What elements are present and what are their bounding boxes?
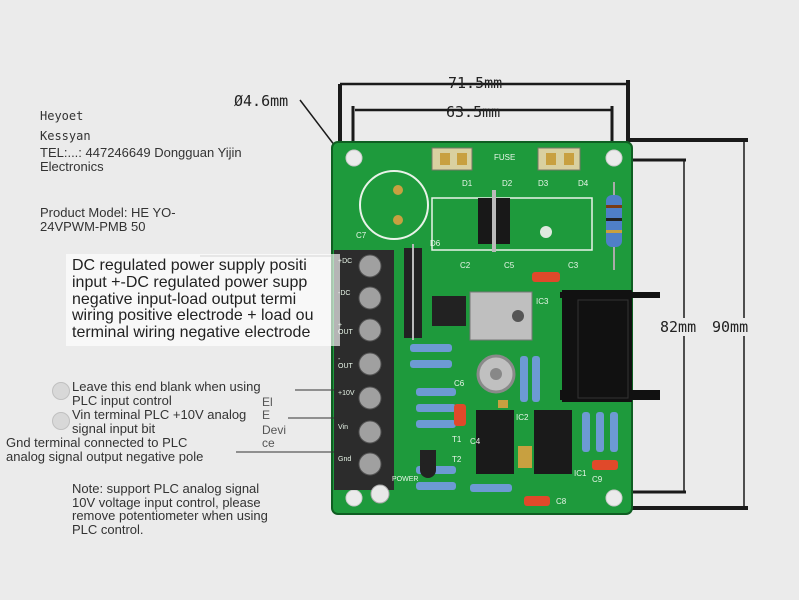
c6-label: C6	[454, 379, 465, 388]
inner-width-label: 63.5mm	[446, 103, 501, 121]
regulator-heatsink	[432, 290, 660, 402]
power-label: POWER	[392, 476, 419, 483]
ic2-label: IC2	[516, 413, 529, 422]
inner-height-label: 82mm	[660, 318, 697, 336]
c5-label: C5	[504, 261, 515, 270]
brand-sub: Kessyan	[40, 129, 91, 143]
description-backdrop	[66, 254, 340, 346]
description-text: DC regulated power supply positi input +…	[72, 257, 314, 342]
power-led	[370, 484, 390, 504]
device-label-a: El E	[262, 395, 273, 422]
d1-label: D1	[462, 179, 473, 188]
leave-blank-note: Leave this end blank when using PLC inpu…	[72, 379, 261, 408]
outer-width-label: 71.5mm	[448, 74, 503, 92]
plc-note: Note: support PLC analog signal 10V volt…	[72, 481, 268, 537]
rectifier-area	[431, 190, 593, 252]
gnd-terminal-note: Gnd terminal connected to PLC analog sig…	[6, 435, 204, 464]
terminal-label: Vin	[338, 424, 348, 431]
brand-name: Heyoet	[40, 109, 84, 123]
device-label-b: Devi ce	[262, 423, 287, 450]
d6-label: D6	[430, 239, 441, 248]
fuse-label: FUSE	[494, 153, 516, 162]
c3-label: C3	[568, 261, 579, 270]
c4-label: C4	[470, 437, 481, 446]
vin-bullet	[52, 412, 70, 430]
vin-terminal-note: Vin terminal PLC +10V analog signal inpu…	[72, 407, 247, 436]
capacitor-footprint	[359, 170, 429, 240]
terminal-label: - OUT	[338, 356, 353, 371]
t2-label: T2	[452, 455, 462, 464]
small-capacitors	[454, 272, 618, 506]
annotation-lines	[236, 389, 334, 453]
resistor-top	[606, 182, 622, 270]
ics	[476, 400, 572, 474]
d2-label: D2	[502, 179, 513, 188]
d3-label: D3	[538, 179, 549, 188]
terminal-label: Gnd	[338, 456, 352, 463]
ic3-label: IC3	[536, 297, 549, 306]
terminal-label: + OUT	[338, 322, 353, 337]
contact-info: TEL:...: 447246649 Dongguan Yijin Electr…	[40, 145, 242, 174]
fuse-pads	[431, 147, 581, 171]
c7-label: C7	[356, 231, 367, 240]
resistor-rows	[410, 344, 618, 492]
hole-diameter-label: Ø4.6mm	[234, 92, 289, 110]
terminal-strip	[334, 244, 422, 490]
electrolytic-capacitor	[476, 354, 516, 394]
d4-label: D4	[578, 179, 589, 188]
ic1-label: IC1	[574, 469, 587, 478]
c9-label: C9	[592, 475, 603, 484]
blank-end-bullet	[52, 382, 70, 400]
transistors	[420, 450, 436, 478]
product-model: Product Model: HE YO- 24VPWM-PMB 50	[40, 205, 176, 234]
c2-label: C2	[460, 261, 471, 270]
terminal-label: -DC	[338, 290, 351, 297]
outer-height-label: 90mm	[712, 318, 749, 336]
terminal-label: +DC	[338, 258, 353, 265]
terminal-label: +10V	[338, 390, 355, 397]
c8-label: C8	[556, 497, 567, 506]
t1-label: T1	[452, 435, 462, 444]
